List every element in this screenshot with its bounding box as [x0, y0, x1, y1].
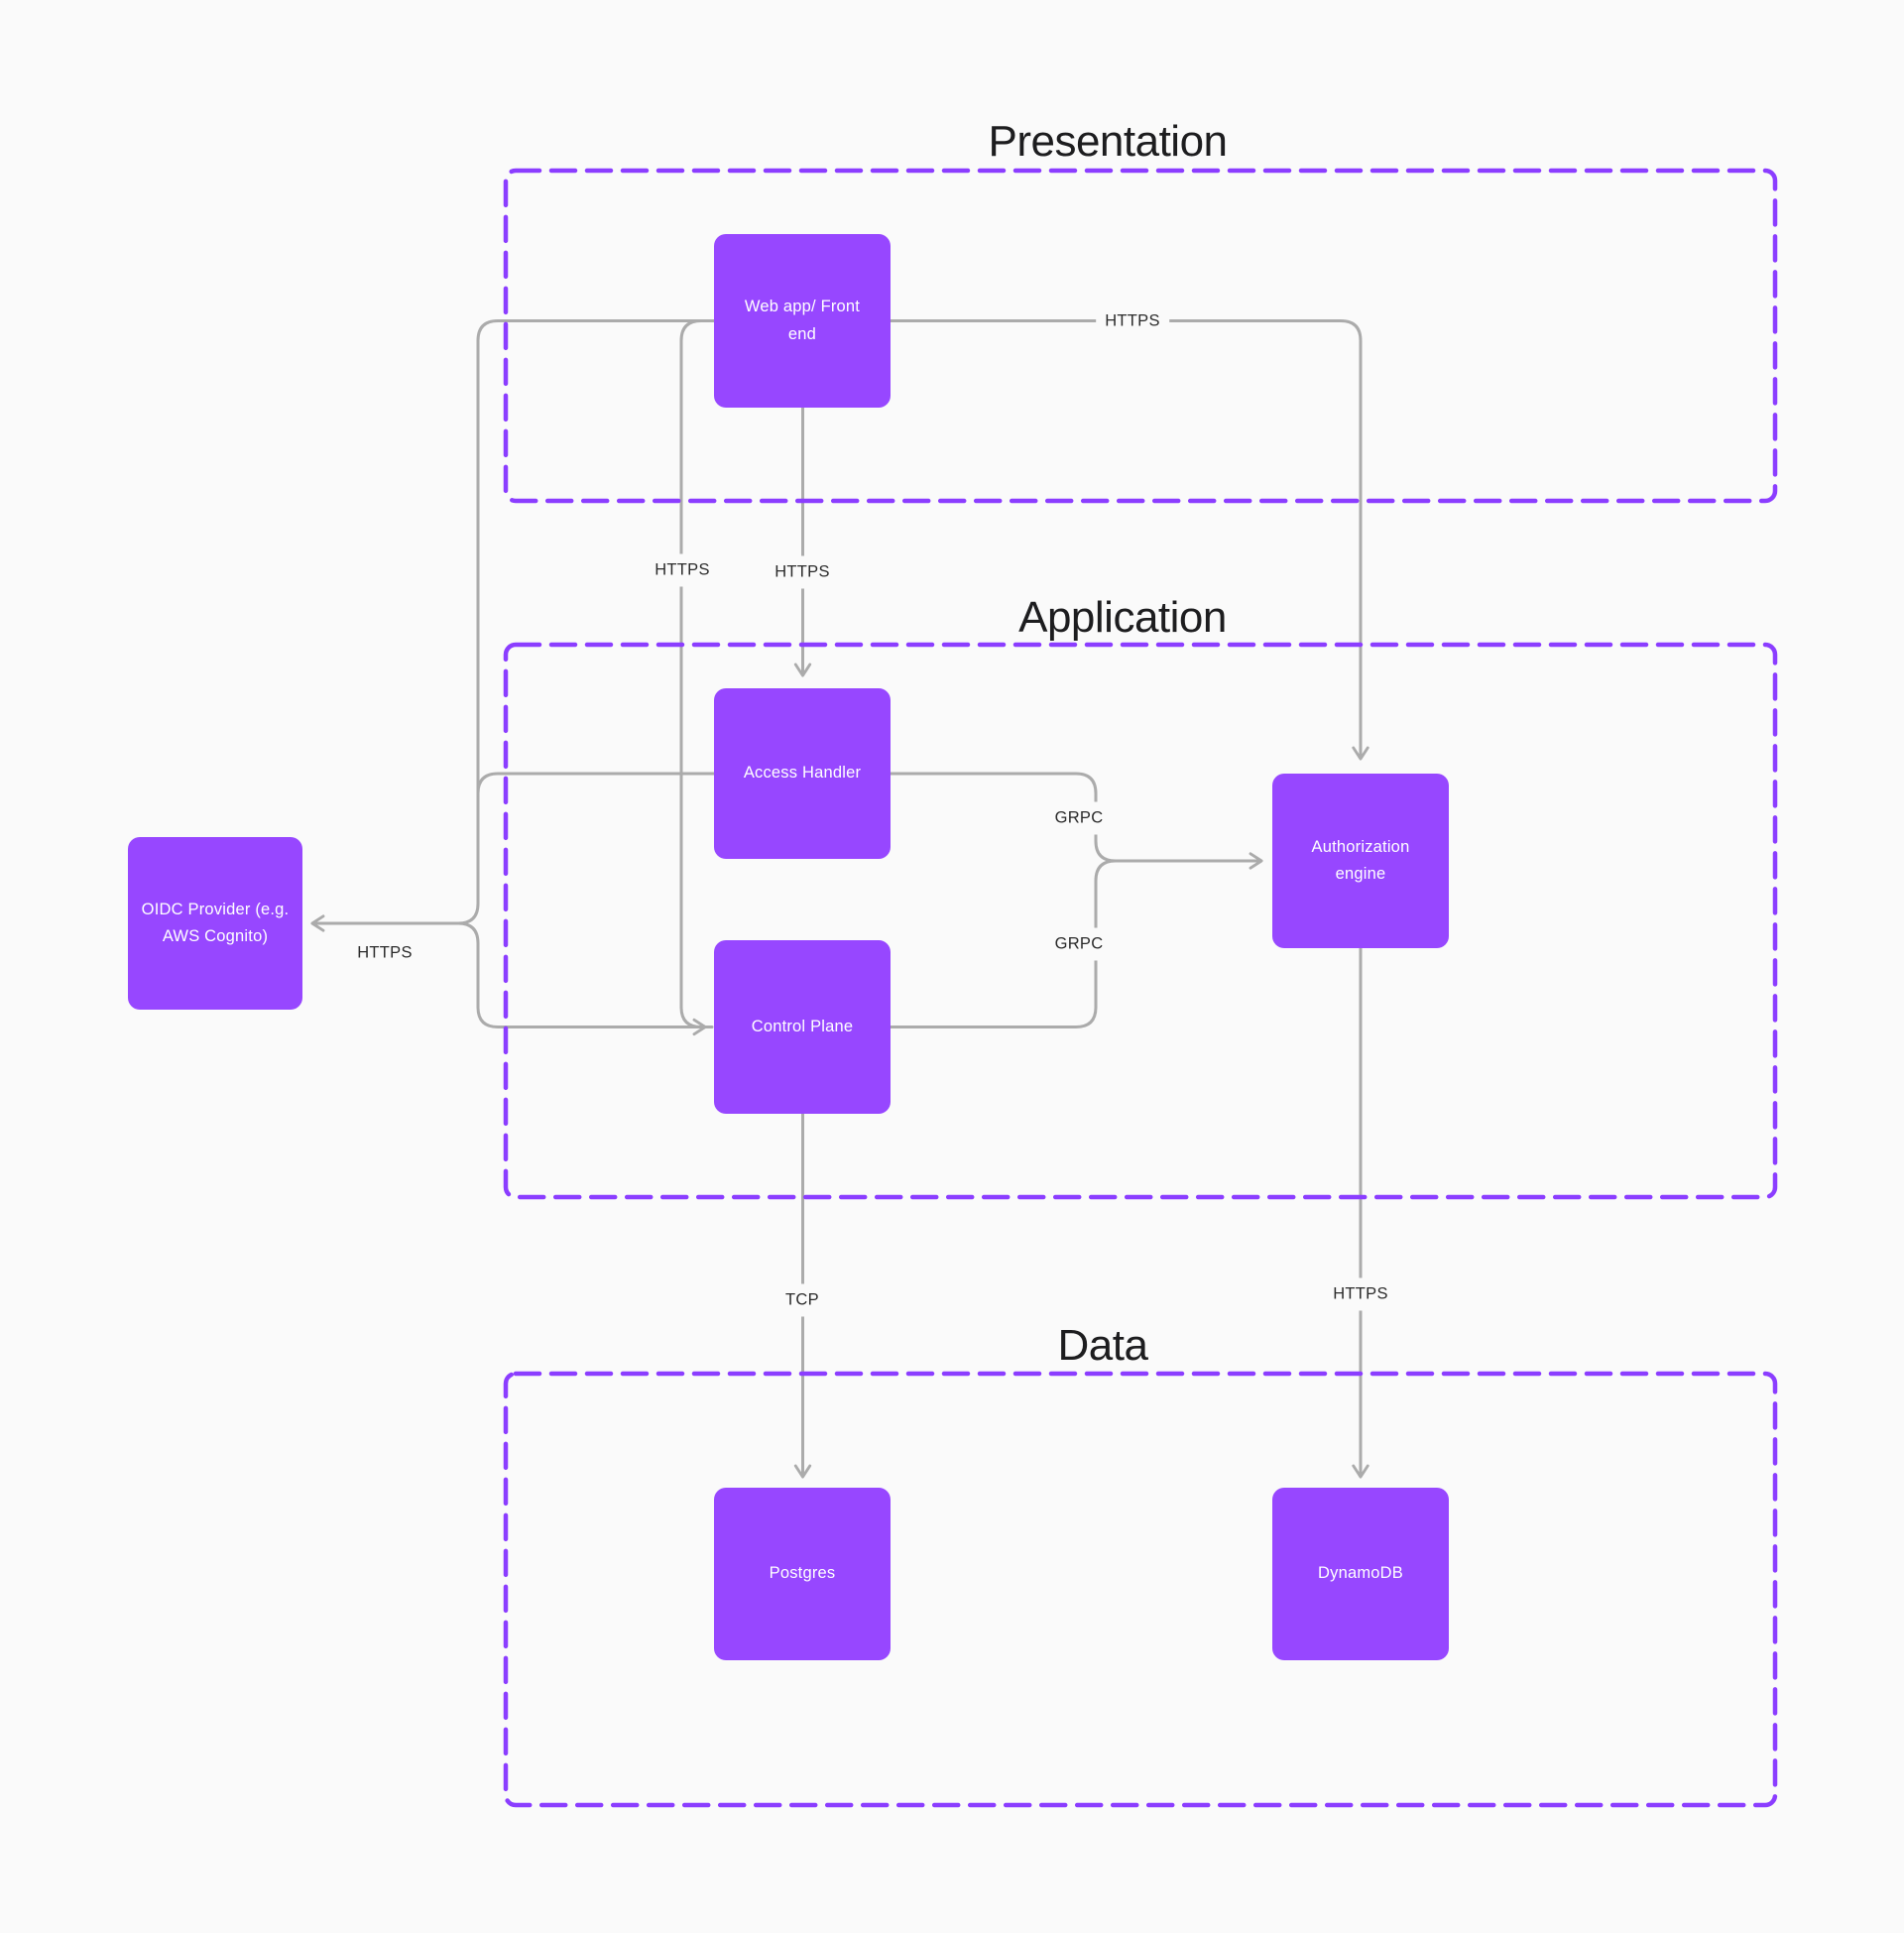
- node-access-handler: Access Handler: [714, 688, 891, 859]
- edge-label-https-webapp-control-plane: HTTPS: [646, 553, 719, 587]
- node-control-plane: Control Plane: [714, 940, 891, 1114]
- edge-label-tcp-postgres: TCP: [776, 1283, 828, 1317]
- edge-access-handler-join-oidc-bus: [476, 772, 716, 797]
- edge-label-https-webapp-auth: HTTPS: [1096, 304, 1169, 338]
- edge-label-grpc-access-handler: GRPC: [1045, 801, 1113, 835]
- edge-webapp-to-auth-engine: [889, 319, 1369, 761]
- edge-label-grpc-control-plane: GRPC: [1045, 927, 1113, 961]
- node-oidc-provider: OIDC Provider (e.g. AWS Cognito): [128, 837, 302, 1010]
- edge-label-https-webapp-access-handler: HTTPS: [766, 555, 839, 589]
- node-label: Postgres: [769, 1564, 836, 1583]
- node-dynamodb: DynamoDB: [1272, 1488, 1449, 1660]
- edge-control-plane-join-oidc-bus: [456, 921, 714, 1028]
- node-web-app-front-end: Web app/ Front end: [714, 234, 891, 408]
- node-label: Control Plane: [751, 1017, 854, 1035]
- zone-application-border: [503, 642, 1778, 1200]
- edge-label-https-dynamodb: HTTPS: [1324, 1277, 1397, 1311]
- zone-title-data: Data: [1057, 1321, 1148, 1370]
- edge-bus-to-oidc-provider: [310, 319, 716, 932]
- node-label: DynamoDB: [1318, 1564, 1403, 1583]
- node-authorization-engine: Authorization engine: [1272, 774, 1449, 948]
- edge-control-plane-to-auth-engine: [889, 859, 1118, 1028]
- node-postgres: Postgres: [714, 1488, 891, 1660]
- zone-title-application: Application: [1018, 593, 1227, 642]
- node-label: Web app/ Front end: [744, 298, 861, 343]
- node-label: Authorization engine: [1311, 837, 1410, 883]
- node-label: OIDC Provider (e.g. AWS Cognito): [141, 900, 290, 945]
- zone-presentation-border: [503, 168, 1778, 504]
- node-label: Access Handler: [743, 764, 862, 783]
- zone-data-border: [503, 1371, 1778, 1808]
- zone-title-presentation: Presentation: [988, 117, 1228, 166]
- edge-webapp-to-control-plane: [679, 319, 716, 1036]
- edge-label-https-oidc: HTTPS: [357, 943, 413, 962]
